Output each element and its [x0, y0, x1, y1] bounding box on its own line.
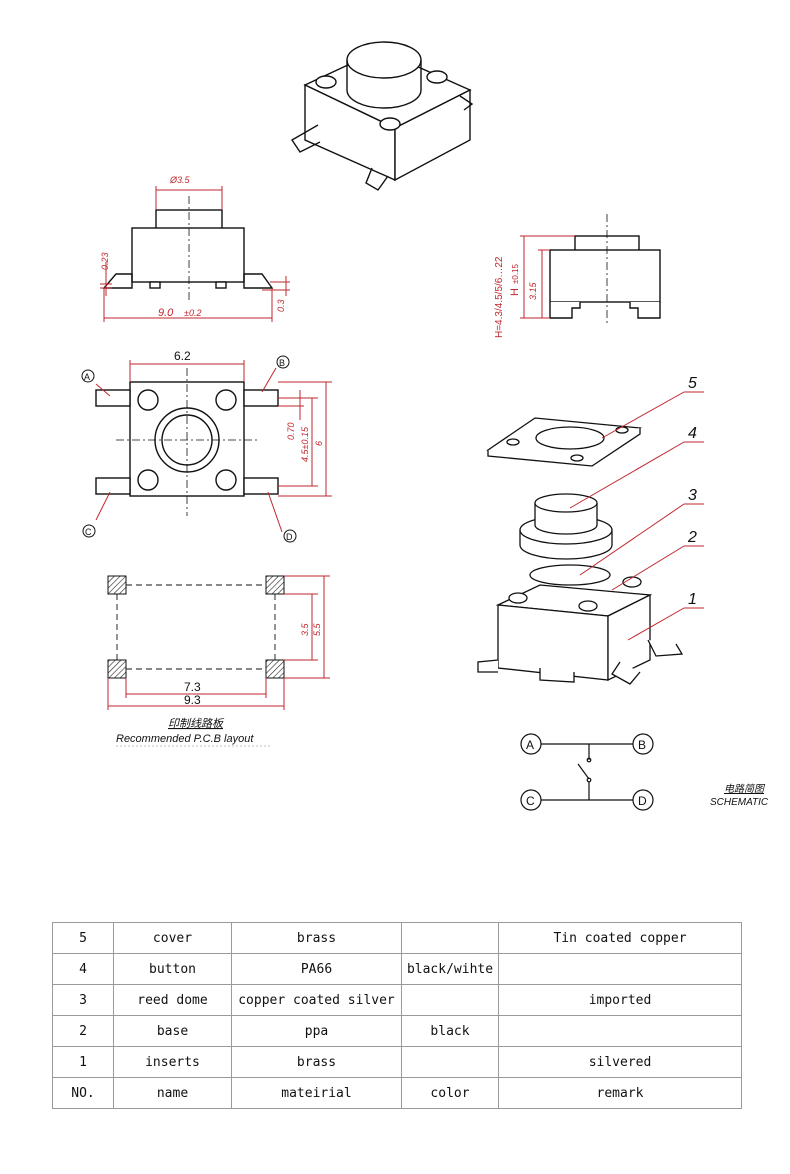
callout-5: 5 [688, 375, 697, 392]
pin-b-label: B [279, 358, 285, 368]
table-cell: silvered [498, 1046, 742, 1078]
table-row: 2 base ppa black [52, 1015, 742, 1047]
table-cell: black [401, 1015, 499, 1047]
table-cell: button [113, 953, 232, 985]
table-cell [498, 1015, 742, 1047]
dim-pcb-7-3: 7.3 [184, 680, 201, 694]
table-cell: reed dome [113, 984, 232, 1016]
callout-4: 4 [688, 425, 697, 442]
table-cell: ppa [231, 1015, 402, 1047]
pin-b-marker [276, 355, 290, 369]
dim-pcb-5-5: 5.5 [312, 622, 322, 636]
pin-d-marker [283, 529, 297, 543]
dim-9-0: 9.0 [158, 307, 174, 319]
table-header-cell: name [113, 1077, 232, 1109]
isometric-view [291, 41, 474, 191]
exploded-view: 5 4 3 2 1 [477, 375, 704, 685]
table-cell: copper coated silver [231, 984, 402, 1016]
table-cell: PA66 [231, 953, 402, 985]
table-cell: base [113, 1015, 232, 1047]
schem-a: A [526, 738, 534, 752]
table-header-cell: NO. [52, 1077, 114, 1109]
table-row: 4 button PA66 black/wihte [52, 953, 742, 985]
pcb-caption-cn: 印制线路板 [168, 717, 225, 730]
dim-315: 3.15 [528, 281, 538, 300]
table-cell [498, 953, 742, 985]
table-cell: cover [113, 922, 232, 954]
dim-h-label: H [509, 288, 521, 296]
callout-3: 3 [688, 487, 697, 504]
table-cell: black/wihte [401, 953, 499, 985]
dim-03: 0.3 [276, 299, 286, 312]
dim-070: 0.70 [286, 422, 296, 440]
schem-b: B [638, 738, 646, 752]
table-cell: 2 [52, 1015, 114, 1047]
dim-diameter: Ø3.5 [169, 175, 191, 185]
table-cell: inserts [113, 1046, 232, 1078]
dim-pcb-9-3: 9.3 [184, 693, 201, 707]
table-cell: 5 [52, 922, 114, 954]
table-cell: 1 [52, 1046, 114, 1078]
parts-table: 5 cover brass Tin coated copper 4 button… [52, 922, 742, 1109]
table-cell [401, 922, 499, 954]
table-cell: Tin coated copper [498, 922, 742, 954]
pin-c-label: C [85, 527, 92, 537]
schematic: A B C D 电路简图 SCHEMATIC [520, 733, 769, 811]
dim-tol-02: ±0.2 [184, 308, 201, 318]
table-row: 3 reed dome copper coated silver importe… [52, 984, 742, 1016]
table-header-cell: color [401, 1077, 499, 1109]
table-cell [401, 1046, 499, 1078]
dim-pcb-3-5: 3.5 [300, 622, 310, 636]
table-cell [401, 984, 499, 1016]
callout-2: 2 [687, 529, 697, 546]
pcb-caption-en: Recommended P.C.B layout [116, 733, 254, 745]
technical-drawing: Ø3.5 0.23 9.0 ±0.2 0.3 H=4.3/4.5/5/6…22 … [81, 41, 769, 811]
schem-d: D [638, 794, 647, 808]
table-header-cell: mateirial [231, 1077, 402, 1109]
table-cell: 3 [52, 984, 114, 1016]
pin-d-label: D [286, 532, 293, 542]
dim-6: 6 [314, 441, 324, 446]
pin-a-label: A [84, 372, 90, 382]
dim-h-tol: ±0.15 [511, 263, 520, 284]
top-view: 6.2 0.70 4.5±0.15 6 A B C D [81, 349, 332, 543]
side-view: H=4.3/4.5/5/6…22 H ±0.15 3.15 [494, 214, 661, 338]
schem-c: C [526, 794, 535, 808]
table-header-cell: remark [498, 1077, 742, 1109]
dim-023: 0.23 [100, 252, 110, 270]
table-cell: 4 [52, 953, 114, 985]
table-row: 1 inserts brass silvered [52, 1046, 742, 1078]
dim-4-5: 4.5±0.15 [300, 426, 310, 462]
table-cell: imported [498, 984, 742, 1016]
schem-caption-cn: 电路简图 [724, 783, 766, 795]
pin-c-marker [82, 524, 96, 538]
pin-a-marker [81, 369, 95, 383]
table-header-row: NO. name mateirial color remark [52, 1077, 742, 1109]
table-cell: brass [231, 1046, 402, 1078]
pcb-layout: 3.5 5.5 7.3 9.3 印制线路板 Recommended P.C.B … [107, 575, 330, 747]
dim-6-2: 6.2 [174, 349, 191, 363]
table-cell: brass [231, 922, 402, 954]
table-row: 5 cover brass Tin coated copper [52, 922, 742, 954]
dim-h-series: H=4.3/4.5/5/6…22 [494, 256, 505, 338]
front-view: Ø3.5 0.23 9.0 ±0.2 0.3 [100, 175, 290, 322]
callout-1: 1 [688, 591, 697, 608]
schem-caption-en: SCHEMATIC [710, 797, 769, 808]
